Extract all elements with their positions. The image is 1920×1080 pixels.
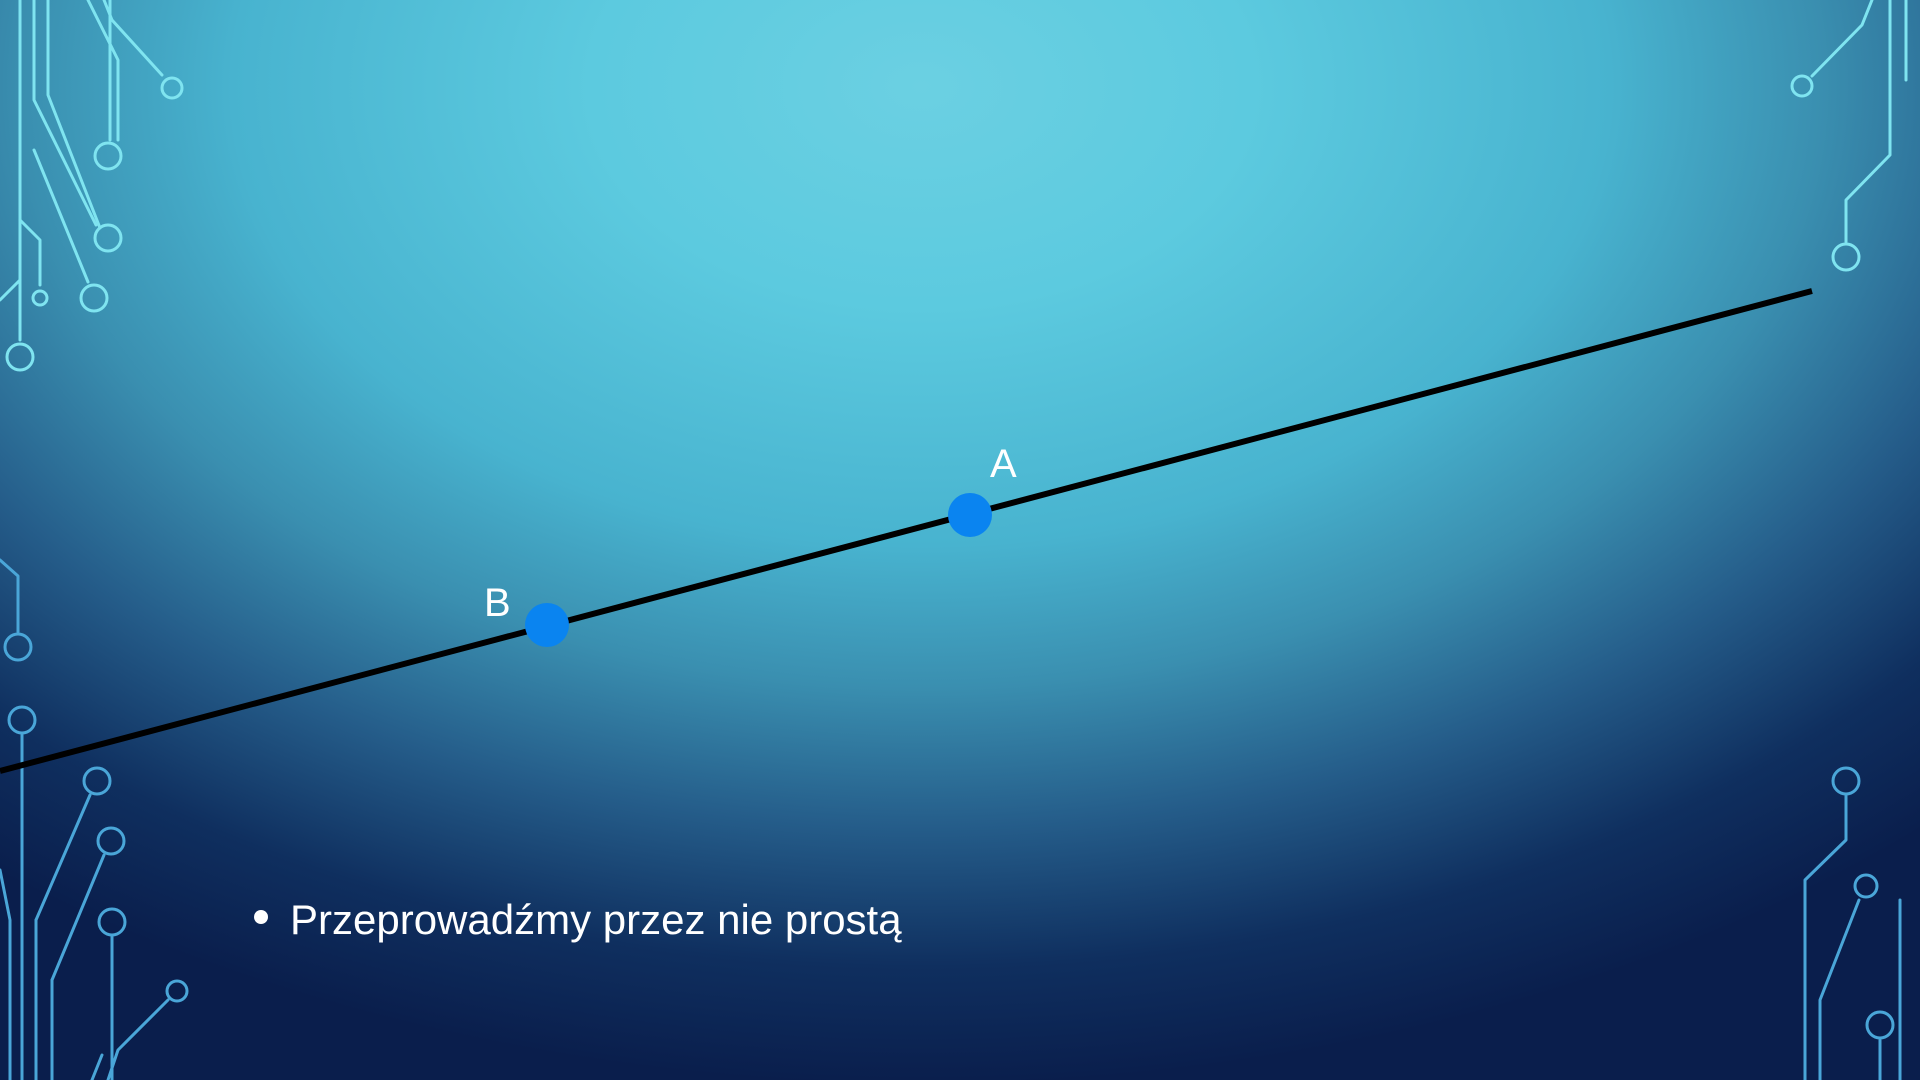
point-b <box>525 603 569 647</box>
bullet-text: Przeprowadźmy przez nie prostą <box>290 896 902 943</box>
point-b-label: B <box>484 581 511 625</box>
straight-line <box>0 288 1813 774</box>
circuit-bottom-right <box>1803 766 1902 1080</box>
point-a <box>948 493 992 537</box>
circuit-top-left <box>0 0 184 372</box>
point-a-label: A <box>990 442 1017 486</box>
bullet-item: Przeprowadźmy przez nie prostą <box>254 890 902 950</box>
bullet-icon <box>254 910 268 924</box>
circuit-bottom-left <box>0 558 189 1080</box>
circuit-top-right <box>1790 0 1908 272</box>
